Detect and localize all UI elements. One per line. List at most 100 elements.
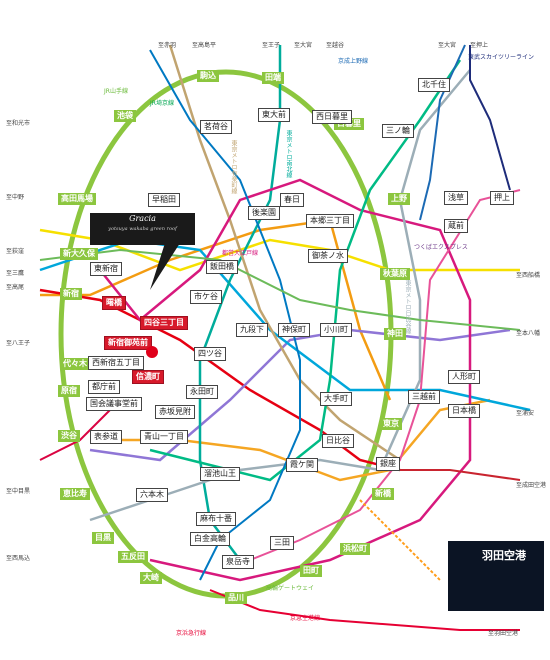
edge-label: 至和光市 [6, 120, 31, 127]
edge-label: 至押上 [470, 42, 489, 49]
red-station-shinanomachi: 信濃町 [132, 370, 164, 384]
station-nishi-shinjuku-gochome: 西新宿五丁目 [88, 356, 144, 370]
station-asakusa: 浅草 [444, 191, 468, 205]
line-label: つくばエクスプレス [414, 244, 468, 251]
station-minowa: 三ノ輪 [382, 124, 414, 138]
edge-label: 至西馬込 [6, 555, 31, 562]
edge-label: 至三鷹 [6, 270, 25, 277]
oedo-line [99, 178, 472, 582]
brand-title: Gracia [129, 214, 156, 223]
line-label: JR山手線 [104, 88, 128, 95]
keisei-line [419, 44, 466, 221]
station-tameike-sanno: 溜池山王 [200, 467, 240, 481]
location-pointer [150, 243, 180, 290]
ring-station-gotanda: 五反田 [118, 551, 148, 563]
line-label: 都営大江戸線 [222, 250, 259, 257]
station-kudanshita: 九段下 [236, 323, 268, 337]
keiyo-line [400, 469, 521, 481]
station-kasuga: 春日 [280, 193, 304, 207]
line-label: 東京メトロ日比谷線 [404, 280, 411, 334]
monorail-line [359, 499, 441, 581]
station-ginza: 銀座 [376, 457, 400, 471]
line-label: 京急空港線 [290, 615, 321, 622]
station-roppongi: 六本木 [136, 488, 168, 502]
edge-label: 至高尾 [6, 284, 25, 291]
red-station-yotsuya-sanchome: 四谷三丁目 [140, 316, 188, 330]
hanzomon-line [89, 328, 511, 462]
line-label: 高輪ゲートウェイ [266, 585, 315, 592]
station-oshiage: 押上 [490, 191, 514, 205]
station-nihombashi: 日本橋 [448, 404, 480, 418]
ring-station-komagome: 駒込 [197, 70, 219, 82]
station-ichigaya: 市ケ谷 [190, 290, 222, 304]
ring-station-shinokubo: 新大久保 [60, 248, 98, 260]
station-azabu-juban: 麻布十番 [196, 512, 236, 526]
ring-station-ueno: 上野 [388, 193, 410, 205]
ring-station-takadanobaba: 高田馬場 [58, 193, 96, 205]
ring-station-harajuku: 原宿 [58, 385, 80, 397]
edge-label: 至大宮 [438, 42, 457, 49]
haneda-airport-inset: 羽田空港 [448, 541, 544, 611]
edge-label: 至王子 [262, 42, 281, 49]
station-shirokane-takanawa: 白金高輪 [190, 532, 230, 546]
station-todaimae: 東大前 [258, 108, 290, 122]
property-location-pin [146, 346, 158, 358]
edge-label: 至高島平 [192, 42, 217, 49]
yurakucho-line [168, 44, 401, 462]
ring-station-ikebukuro: 池袋 [114, 110, 136, 122]
station-ogawamachi: 小川町 [320, 323, 352, 337]
station-myogadani: 茗荷谷 [200, 120, 232, 134]
station-ochanomizu: 御茶ノ水 [308, 249, 348, 263]
edge-label: 至中目黒 [6, 488, 31, 495]
station-mitsukoshimae: 三越前 [408, 390, 440, 404]
edge-label: 至大宮 [294, 42, 313, 49]
station-waseda: 早稲田 [148, 193, 180, 207]
ring-station-tabata: 田端 [262, 72, 284, 84]
station-korakuen: 後楽園 [248, 206, 280, 220]
ring-station-kanda: 神田 [384, 328, 406, 340]
ring-station-shibuya: 渋谷 [58, 430, 80, 442]
ring-station-shinagawa: 品川 [225, 592, 247, 604]
station-kasumigaseki: 霞ケ関 [286, 458, 318, 472]
station-omotesando: 表参道 [90, 430, 122, 444]
edge-label: 至荻窪 [6, 248, 25, 255]
ring-station-tamachi: 田町 [300, 565, 322, 577]
station-nishi-nippori: 西日暮里 [312, 110, 352, 124]
station-hibiya: 日比谷 [322, 434, 354, 448]
line-label: 京成上野線 [338, 58, 369, 65]
airport-name: 羽田空港 [482, 549, 526, 562]
station-iidabashi: 飯田橋 [206, 260, 238, 274]
station-akasaka-mitsuke: 赤坂見附 [155, 405, 195, 419]
namboku-line [198, 45, 282, 561]
ring-station-osaki: 大崎 [140, 572, 162, 584]
edge-label: 至浦安 [516, 410, 535, 417]
brand-subtitle: yotsuya wakaba green roof [108, 226, 177, 232]
station-aoyama-itchome: 青山一丁目 [140, 430, 188, 444]
line-label: 東武スカイツリーライン [468, 54, 535, 61]
line-label: 京浜急行線 [176, 630, 207, 637]
edge-label: 至越谷 [326, 42, 345, 49]
asakusa-line [249, 189, 521, 561]
station-otemachi: 大手町 [320, 392, 352, 406]
ring-station-meguro: 目黒 [92, 532, 114, 544]
property-brand-box: Gracia yotsuya wakaba green roof [90, 213, 195, 245]
edge-label: 至中野 [6, 194, 25, 201]
ring-station-shinbashi: 新橋 [372, 488, 394, 500]
marunouchi-line [39, 288, 401, 472]
edge-label: 至西船橋 [516, 272, 541, 279]
edge-label: 至成田空港 [516, 482, 547, 489]
red-station-shinjuku-gyoenmae: 新宿御苑前 [104, 336, 152, 350]
shinjuku-line [39, 248, 521, 331]
ring-station-shinjuku: 新宿 [60, 288, 82, 300]
station-jimbocho: 神保町 [278, 323, 310, 337]
station-ningyocho: 人形町 [448, 370, 480, 384]
red-station-akebonobashi: 曙橋 [102, 296, 126, 310]
edge-label: 至羽田空港 [488, 630, 519, 637]
station-yotsuya: 四ツ谷 [194, 347, 226, 361]
ring-station-hamamatsucho: 浜松町 [340, 543, 370, 555]
edge-label: 至赤羽 [158, 42, 177, 49]
toyoko-line [39, 409, 111, 461]
line-label: 東京メトロ南北線 [285, 130, 292, 178]
station-higashi-shinjuku: 東新宿 [90, 262, 122, 276]
line-label: 東京メトロ有楽町線 [230, 140, 237, 194]
